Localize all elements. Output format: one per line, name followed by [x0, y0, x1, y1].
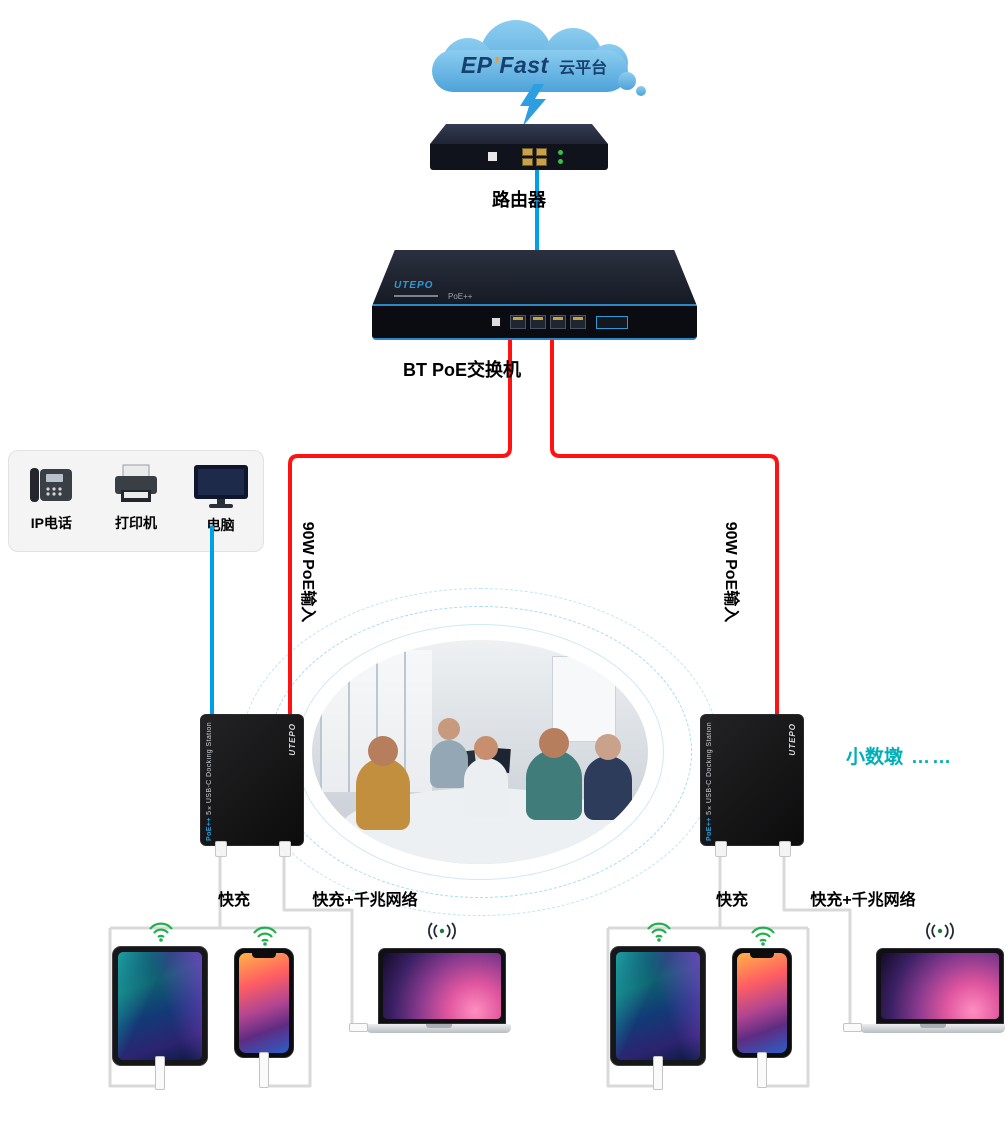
switch-front-face: [372, 306, 697, 340]
monitor-icon: [193, 465, 248, 508]
router-device: [430, 124, 608, 170]
docking-station-right: PoE++ 5×USB-C Docking Station UTEPO: [700, 714, 804, 857]
photo-whiteboard: [552, 656, 616, 742]
photo-person: [464, 736, 508, 818]
peripheral-label: 打印机: [114, 515, 157, 531]
rj45-port: [570, 315, 586, 329]
annotation: 小数墩 ……: [846, 742, 953, 769]
usb-c-connector: [779, 841, 791, 857]
wifi-icon: [149, 922, 173, 942]
ip-phone-icon: [30, 468, 73, 502]
laptop-base: [366, 1024, 511, 1033]
phone-device: [234, 948, 294, 1058]
rj45-port: [530, 315, 546, 329]
laptop-screen: [876, 948, 1004, 1024]
charging-plug: [259, 1052, 269, 1088]
router-sfp-port: [488, 152, 497, 161]
tablet-device: [610, 946, 706, 1066]
switch-label: BT PoE交换机: [402, 360, 521, 380]
antenna-icon: [428, 922, 456, 940]
tablet-screen: [118, 952, 202, 1060]
antenna-icon: [926, 922, 954, 940]
phone-screen: [737, 953, 787, 1053]
fast-charge-label: 快充: [715, 892, 748, 909]
cloud-icon: EP’Fast 云平台: [430, 20, 646, 96]
peripheral-ip-phone: IP电话: [10, 463, 92, 533]
rj45-port: [536, 148, 547, 156]
fast-charge-network-label: 快充+千兆网络: [312, 892, 418, 909]
rj45-port: [522, 158, 533, 166]
switch-top-face: UTEPO PoE++: [372, 250, 697, 306]
dock-brand-logo: UTEPO: [788, 723, 797, 756]
dock-side-text: PoE++ 5×USB-C Docking Station: [706, 721, 713, 841]
rj45-port: [536, 158, 547, 166]
phone-screen: [239, 953, 289, 1053]
tablet-device: [112, 946, 208, 1066]
rj45-port: [522, 148, 533, 156]
lightning-icon: [520, 84, 546, 126]
usb-c-plug: [349, 1023, 368, 1032]
usb-c-connector: [715, 841, 727, 857]
phone-device: [732, 948, 792, 1058]
docking-station-left: PoE++ 5×USB-C Docking Station UTEPO: [200, 714, 304, 857]
charging-plug: [653, 1056, 663, 1090]
router-top-face: [430, 124, 608, 144]
poe-input-label-left: 90W PoE输入: [299, 521, 316, 623]
usb-c-plug: [843, 1023, 862, 1032]
switch-model-text: [394, 295, 438, 297]
wifi-icon: [647, 922, 671, 942]
sfp-port: [596, 316, 628, 329]
cloud-brand-logo: EP’Fast: [460, 52, 549, 78]
peripheral-computer: 电脑: [180, 463, 262, 535]
dock-brand-logo: UTEPO: [288, 723, 297, 756]
poe-cable-left: [288, 336, 512, 722]
peripheral-printer: 打印机: [95, 463, 177, 533]
printer-icon: [114, 464, 157, 502]
cloud-title: EP’Fast 云平台: [430, 52, 638, 79]
photo-person: [526, 728, 582, 820]
annotation-text: 小数墩: [846, 747, 904, 768]
usb-c-connector: [279, 841, 291, 857]
rj45-port: [550, 315, 566, 329]
charging-plug: [155, 1056, 165, 1090]
photo-person: [584, 734, 632, 820]
wifi-icon: [751, 926, 775, 946]
charging-cable: [606, 926, 810, 1088]
router-label: 路由器: [492, 190, 546, 210]
laptop-screen: [378, 948, 506, 1024]
switch-poe-badge: PoE++: [448, 292, 473, 301]
reset-button: [492, 318, 500, 326]
charging-cable: [108, 926, 312, 1088]
phone-notch: [750, 953, 774, 958]
annotation-dots: ……: [911, 747, 954, 768]
photo-person: [430, 718, 468, 788]
router-front-face: [430, 144, 608, 170]
photo-person: [356, 736, 410, 830]
rj45-port: [510, 315, 526, 329]
usb-c-connector: [215, 841, 227, 857]
laptop-base: [860, 1024, 1005, 1033]
poe-input-label-right: 90W PoE输入: [722, 521, 739, 623]
status-led: [558, 150, 563, 155]
office-photo: [312, 640, 648, 864]
peripheral-label: IP电话: [30, 515, 72, 531]
poe-switch-device: UTEPO PoE++: [372, 250, 697, 340]
charging-plug: [757, 1052, 767, 1088]
peripherals-panel: IP电话 打印机 电脑: [8, 450, 264, 552]
fast-charge-network-label: 快充+千兆网络: [810, 892, 916, 909]
tablet-screen: [616, 952, 700, 1060]
status-led: [558, 159, 563, 164]
wifi-icon: [253, 926, 277, 946]
fast-charge-label: 快充: [217, 892, 250, 909]
cloud-platform-label: 云平台: [559, 60, 608, 77]
switch-brand-logo: UTEPO: [394, 280, 434, 291]
dock-side-text: PoE++ 5×USB-C Docking Station: [206, 721, 213, 841]
poe-cable-right: [550, 336, 779, 722]
charging-network-cable: [282, 852, 354, 1027]
charging-network-cable: [782, 852, 852, 1027]
phone-notch: [252, 953, 276, 958]
